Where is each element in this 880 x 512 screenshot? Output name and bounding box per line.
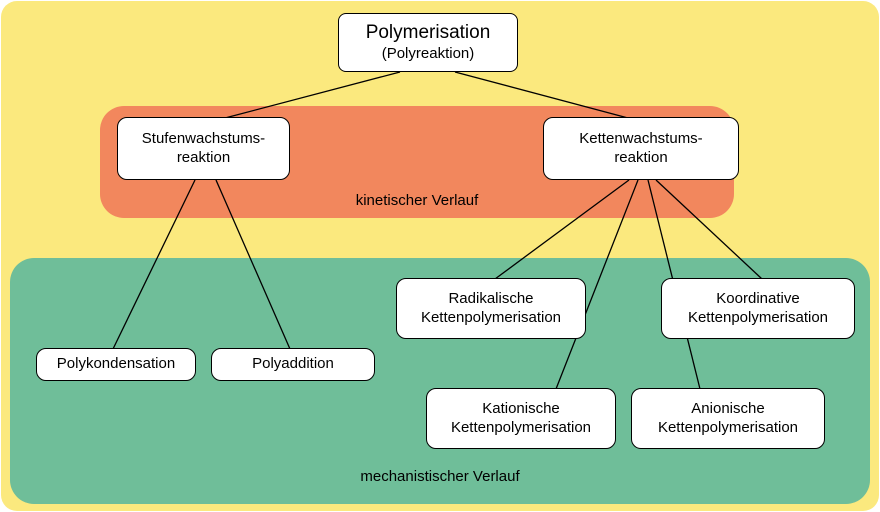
node-kationische-kettenpolymerisation: Kationische Kettenpolymerisation xyxy=(426,388,616,449)
node-stufenwachstumsreaktion: Stufenwachstums- reaktion xyxy=(117,117,290,180)
node-anionische-line1: Anionische xyxy=(691,399,765,417)
node-polyaddition-label: Polyaddition xyxy=(252,355,334,373)
node-polykondensation-label: Polykondensation xyxy=(56,355,176,373)
node-polykondensation: Polykondensation xyxy=(36,348,196,381)
node-radikalische-kettenpolymerisation: Radikalische Kettenpolymerisation xyxy=(396,278,586,339)
node-kettenwachstumsreaktion: Kettenwachstums- reaktion xyxy=(543,117,739,180)
node-anionische-kettenpolymerisation: Anionische Kettenpolymerisation xyxy=(631,388,825,449)
mechanistic-band-label: mechanistischer Verlauf xyxy=(360,468,520,485)
kinetic-band-label: kinetischer Verlauf xyxy=(355,192,479,209)
node-ketten-line2: reaktion xyxy=(614,148,668,166)
node-koordinative-kettenpolymerisation: Koordinative Kettenpolymerisation xyxy=(661,278,855,339)
node-stufen-line1: Stufenwachstums- xyxy=(141,129,266,147)
node-polymerisation: Polymerisation (Polyreaktion) xyxy=(338,13,518,72)
node-ketten-line1: Kettenwachstums- xyxy=(579,129,703,147)
node-stufen-line2: reaktion xyxy=(176,148,231,166)
node-radikalische-line2: Kettenpolymerisation xyxy=(420,308,562,326)
node-koordinative-line2: Kettenpolymerisation xyxy=(687,308,829,326)
node-anionische-line2: Kettenpolymerisation xyxy=(657,418,799,436)
node-kationische-line1: Kationische xyxy=(482,399,560,417)
node-radikalische-line1: Radikalische xyxy=(448,289,534,307)
node-polymerisation-title: Polymerisation xyxy=(365,22,491,44)
node-kationische-line2: Kettenpolymerisation xyxy=(450,418,592,436)
node-polymerisation-subtitle: (Polyreaktion) xyxy=(381,45,475,62)
node-polyaddition: Polyaddition xyxy=(211,348,375,381)
node-koordinative-line1: Koordinative xyxy=(716,289,800,307)
